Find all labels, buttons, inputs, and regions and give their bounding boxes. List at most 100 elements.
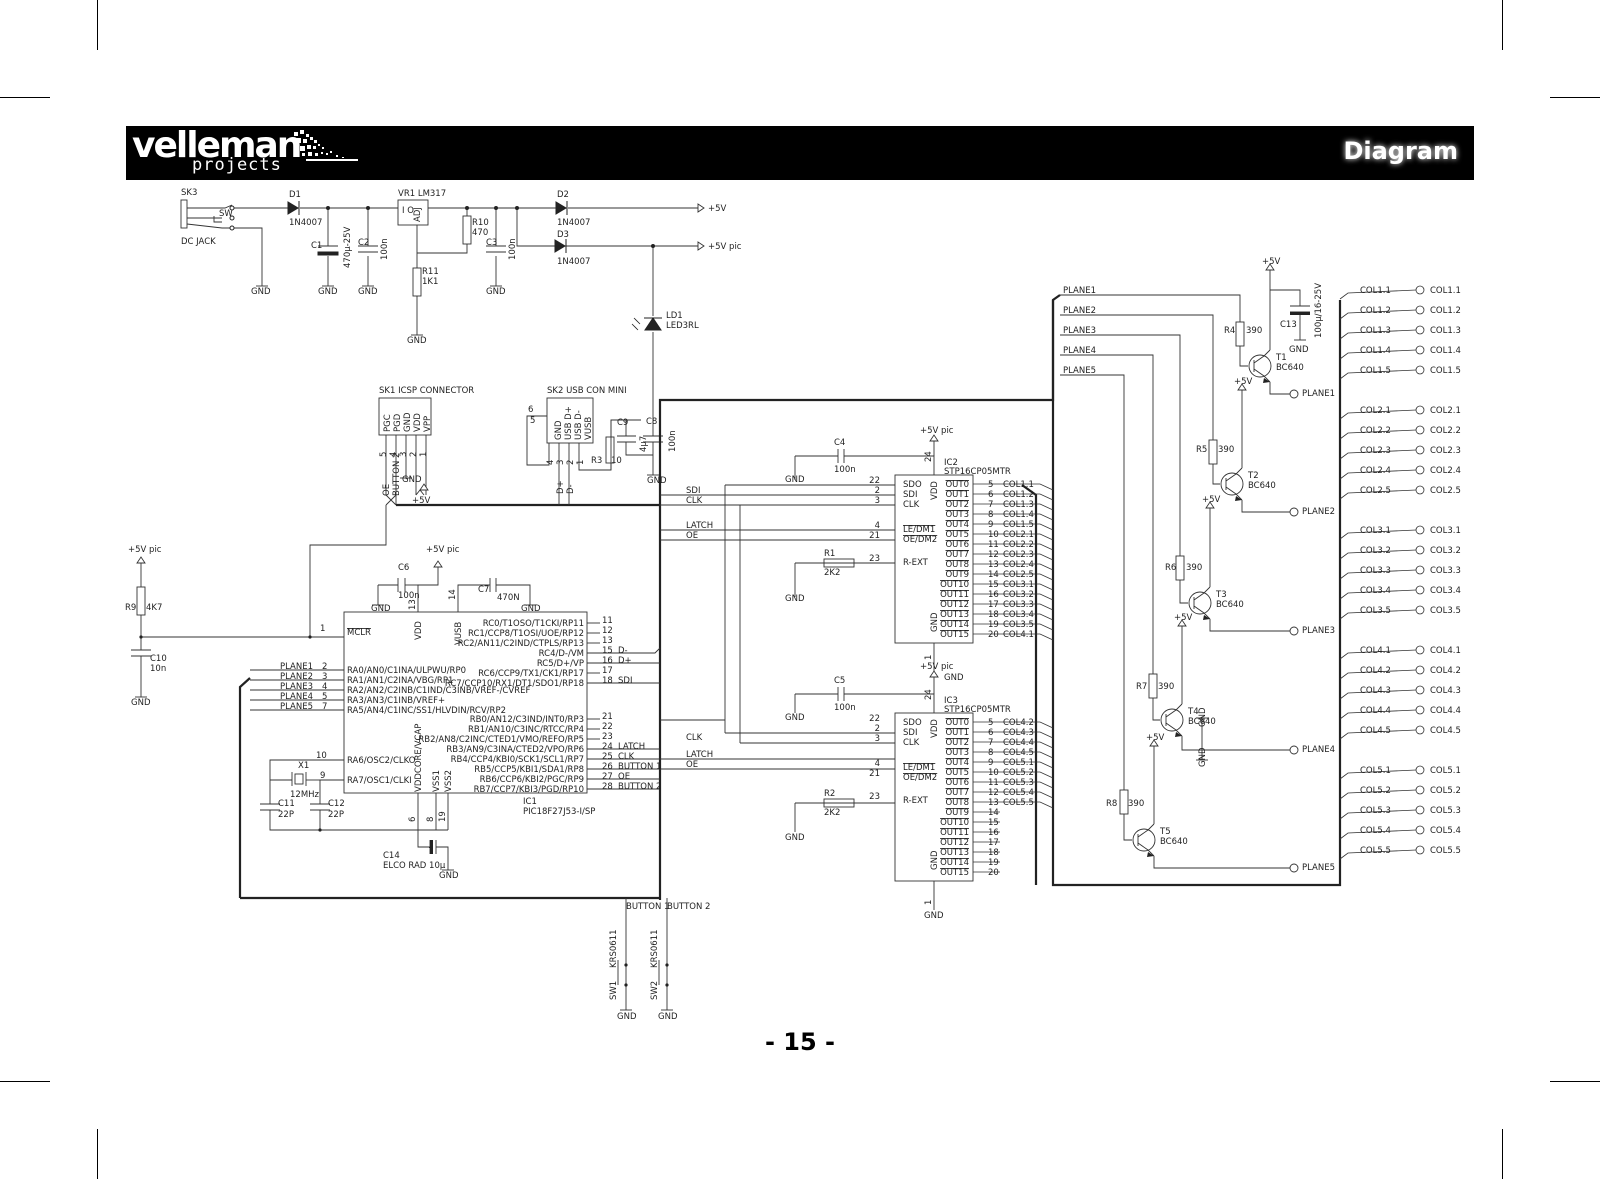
driver-output-pin-num: 17 (988, 838, 999, 848)
driver-output-bus-wire (1000, 771, 1054, 779)
ic3-gnd-pin: 1 (924, 900, 934, 905)
x1-label: X1 (298, 761, 309, 771)
latch-net-label: LATCH (686, 750, 713, 760)
driver-output-bus-wire (1000, 533, 1054, 541)
sk1-icsp-connector-body (378, 397, 432, 436)
plane5-net-label: PLANE5 (1063, 366, 1096, 376)
driver-output-label: OUT2 (945, 738, 969, 748)
driver-output-pin-num: 8 (988, 748, 993, 758)
col-output-label: COL2.1 (1430, 406, 1461, 416)
driver-col-net-label: COL3.5 (1003, 620, 1034, 630)
driver-col-net-label: COL4.5 (1003, 748, 1034, 758)
driver-output-label: OUT5 (945, 530, 969, 540)
col-terminal (1415, 405, 1425, 415)
sk2-pin-num: 4 (546, 460, 556, 465)
r4-resistor (1235, 321, 1245, 347)
gnd-label: GND (402, 475, 422, 485)
crop-mark-bottom-right-v (1502, 1129, 1503, 1179)
ic1-right-pin-num: 16 (602, 656, 613, 666)
sk1-button-net: BUTTON 2 (392, 453, 402, 496)
gnd-label: GND (318, 287, 338, 297)
ic1-left-pin-label: RA0/AN0/C1INA/ULPWU/RP0 (347, 666, 466, 676)
driver-output-label: OUT13 (940, 610, 969, 620)
sk1-pin-pgc: PGC (383, 414, 393, 432)
driver-output-bus-wire (1000, 543, 1054, 551)
sk1-pin-num: 2 (409, 452, 419, 457)
r5-resistor (1208, 439, 1218, 465)
driver-output-pin-num: 14 (988, 808, 999, 818)
col-wire (1339, 669, 1417, 680)
r8-value-label: 390 (1128, 799, 1144, 809)
driver-input-pin-num: 23 (869, 554, 880, 564)
col-output-label: COL3.3 (1430, 566, 1461, 576)
gnd-label: GND (647, 476, 667, 486)
c2-label: C2 (358, 238, 369, 248)
col-output-label: COL1.2 (1430, 306, 1461, 316)
ic3-type-label: STP16CP05MTR (944, 705, 1011, 715)
r8-resistor (1119, 789, 1129, 815)
ic1-right-pin-num: 21 (602, 712, 613, 722)
oe-net-label: OE (686, 531, 698, 541)
col-terminal (1415, 325, 1425, 335)
ic1-vdd-label: VDD (414, 621, 424, 640)
driver-col-net-label: COL3.4 (1003, 610, 1034, 620)
driver-output-bus-wire (1000, 623, 1054, 631)
ic1-right-pin-label: RC4/D-/VM (539, 649, 584, 659)
ic1-right-pin-label: RB4/CCP4/KBI0/SCK1/SCL1/RP7 (451, 755, 584, 765)
x1-value-label: 12MHz (290, 790, 320, 800)
t4-type-label: BC640 (1188, 717, 1216, 727)
sk2-usb-connector-body (546, 397, 594, 444)
sk3-label: SK3 (181, 188, 197, 198)
driver-output-pin-num: 12 (988, 550, 999, 560)
ic1-right-pin-num: 23 (602, 732, 613, 742)
col-wire (1339, 589, 1417, 600)
crop-mark-top-right-h (1550, 97, 1600, 98)
driver-input-label: LE/DM1 (903, 525, 935, 535)
col-net-label: COL1.4 (1360, 346, 1391, 356)
out-5vpic-label: +5V pic (708, 242, 742, 252)
sk2-pin-num: 1 (576, 460, 586, 465)
driver-input-label: LE/DM1 (903, 763, 935, 773)
col-net-label: COL3.1 (1360, 526, 1391, 536)
driver-output-pin-num: 10 (988, 768, 999, 778)
driver-output-label: OUT0 (945, 480, 969, 490)
d1-type-label: 1N4007 (289, 218, 322, 228)
ic1-mclr-pin: 1 (320, 624, 325, 634)
driver-output-label: OUT3 (945, 510, 969, 520)
crop-mark-top-left-h (0, 97, 50, 98)
col-output-label: COL5.3 (1430, 806, 1461, 816)
out-5v-label: +5V (708, 204, 727, 214)
crop-mark-bottom-left-v (97, 1129, 98, 1179)
ic1-left-pin-label: RA1/AN1/C2INA/VBG/RP1 (347, 676, 453, 686)
col-terminal (1415, 585, 1425, 595)
driver-col-net-label: COL5.1 (1003, 758, 1034, 768)
r6-value-label: 390 (1186, 563, 1202, 573)
ic1-vss1-pin: 8 (426, 817, 436, 822)
driver-output-label: OUT11 (940, 590, 969, 600)
driver-output-label: OUT11 (940, 828, 969, 838)
driver-output-label: OUT14 (940, 858, 969, 868)
col-wire (1339, 369, 1417, 380)
plus5vpic-label: +5V pic (128, 545, 162, 555)
col-output-label: COL1.5 (1430, 366, 1461, 376)
ic1-right-pin-label: RB6/CCP6/KBI2/PGC/RP9 (480, 775, 584, 785)
gnd-label: GND (358, 287, 378, 297)
t5-type-label: BC640 (1160, 837, 1188, 847)
clk-net-label: CLK (686, 496, 703, 506)
driver-input-pin-num: 4 (875, 521, 880, 531)
r1-value-label: 2K2 (824, 568, 840, 578)
ic1-right-pin-num: 18 (602, 676, 613, 686)
col-net-label: COL4.1 (1360, 646, 1391, 656)
driver-col-net-label: COL5.2 (1003, 768, 1034, 778)
r7-value-label: 390 (1158, 682, 1174, 692)
ic1-vusb-pin: 14 (448, 589, 458, 600)
ic3-vdd-label: VDD (930, 719, 940, 738)
col-wire (1339, 729, 1417, 740)
plus5v-label: +5V (1234, 377, 1253, 387)
driver-col-net-label: COL1.5 (1003, 520, 1034, 530)
ic1-right-pin-label: RC0/T1OSO/T1CKI/RP11 (483, 619, 584, 629)
ic1-right-pin-num: 12 (602, 626, 613, 636)
ic1-vusb-label: VUSB (454, 622, 464, 645)
sw2-label: SW2 (650, 981, 660, 1000)
driver-output-bus-wire (1000, 731, 1054, 739)
